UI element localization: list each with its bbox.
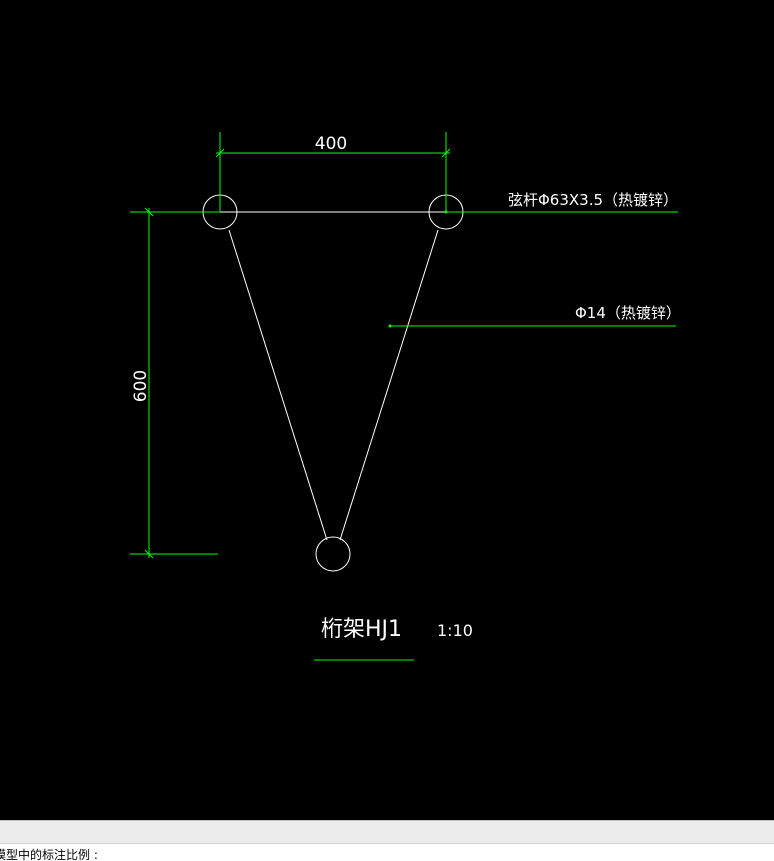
dim-height-tick-bottom [144, 549, 154, 559]
chord-leader-dot [444, 210, 448, 214]
web-label-text: Φ14（热镀锌） [575, 304, 681, 322]
truss-geometry [202, 194, 464, 572]
command-line-text: 模型中的标注比例 : [0, 848, 98, 861]
dim-width-tick-right [441, 148, 451, 158]
status-bar [0, 820, 774, 843]
command-line[interactable]: 模型中的标注比例 : [0, 843, 774, 861]
scale-text: 1:10 [437, 621, 473, 640]
dim-width-text: 400 [315, 134, 347, 154]
web-leader-dot [388, 324, 392, 328]
cad-drawing-canvas[interactable]: 400 600 弦杆Φ63X3.5（热镀锌） Φ14（热镀锌） 桁架HJ1 1:… [0, 0, 774, 820]
dimension-lines [130, 132, 678, 661]
dim-height-text: 600 [131, 370, 151, 402]
right-web-line [339, 229, 439, 541]
bottom-chord-circle [315, 536, 351, 572]
drawing-svg: 400 600 弦杆Φ63X3.5（热镀锌） Φ14（热镀锌） 桁架HJ1 1:… [130, 132, 681, 661]
dim-width-tick-left [215, 148, 225, 158]
left-web-line [228, 229, 328, 541]
chord-label-text: 弦杆Φ63X3.5（热镀锌） [508, 191, 678, 209]
dim-height-tick-top [144, 207, 154, 217]
title-text: 桁架HJ1 [321, 617, 402, 642]
